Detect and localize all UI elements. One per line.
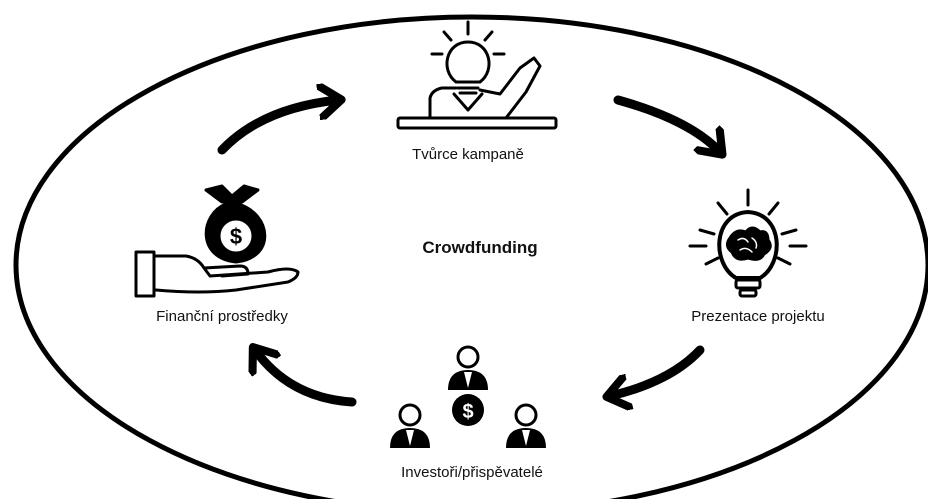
investor-person-icon <box>506 403 546 448</box>
arrow-top-to-right <box>613 95 720 152</box>
brain-lightbulb-icon <box>688 188 808 298</box>
arrow-right-to-bottom <box>610 345 705 396</box>
money-bag-hand-icon <box>134 184 300 298</box>
investors-money-icon <box>390 345 546 448</box>
node-label-left: Finanční prostředky <box>156 308 288 325</box>
coin-icon <box>452 394 484 426</box>
cycle-ring <box>13 14 928 499</box>
node-label-top: Tvůrce kampaně <box>412 146 524 163</box>
arrow-bottom-to-left <box>255 350 357 407</box>
investor-person-icon <box>390 403 430 448</box>
node-label-bottom: Investoři/přispěvatelé <box>401 464 543 481</box>
money-bag-dollar-symbol: $ <box>230 224 242 249</box>
arrow-left-to-top <box>217 100 338 155</box>
center-label: Crowdfunding <box>422 238 538 257</box>
investor-person-icon <box>448 345 488 390</box>
node-label-right: Prezentace projektu <box>691 308 825 325</box>
inventor-lightbulb-icon <box>396 20 558 130</box>
coin-dollar-symbol: $ <box>462 401 473 423</box>
